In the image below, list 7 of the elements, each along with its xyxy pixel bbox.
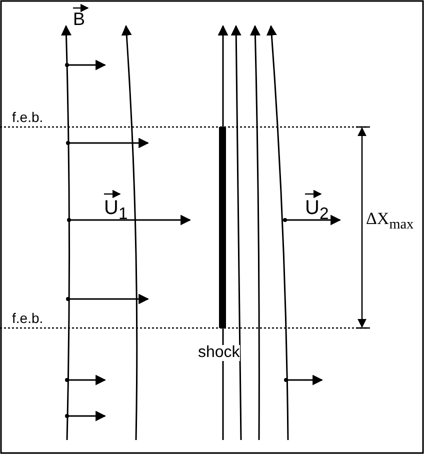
vector-symbol: U$_{1}$	[104, 198, 128, 223]
boundary-label: f.e.b.	[12, 311, 44, 325]
vector-symbol: U$_{2}$	[305, 198, 329, 223]
boundary-label: f.e.b.	[12, 110, 44, 124]
vector-symbol: B	[73, 10, 86, 28]
shock-label: shock	[198, 345, 240, 361]
dimension-label: ΔX$_{max}$	[366, 210, 414, 232]
